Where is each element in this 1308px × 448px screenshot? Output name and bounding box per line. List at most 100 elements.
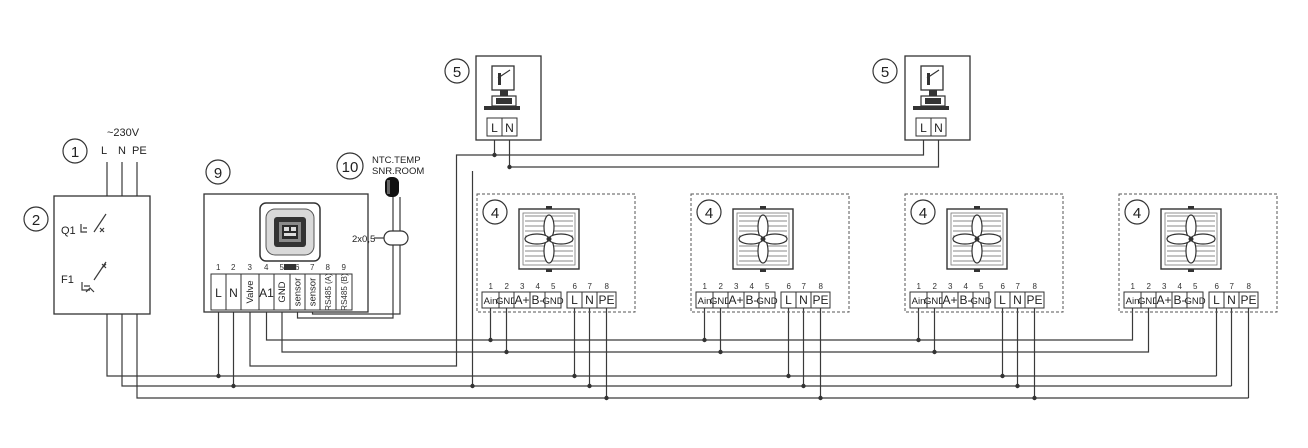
- fan-terminal-label: GND: [542, 296, 563, 307]
- controller-terminal-label: sensor: [293, 278, 304, 307]
- svg-text:10: 10: [342, 159, 359, 176]
- fan-unit-badge: 4: [696, 199, 722, 225]
- fan-terminal-number: 8: [605, 282, 610, 291]
- fan-terminal-label: N: [1227, 293, 1236, 307]
- wire-signal-gnd: [281, 308, 1150, 353]
- valve-terminal-label: L: [920, 121, 927, 135]
- controller-terminal-label: sensor: [308, 278, 319, 307]
- valve-terminal: [501, 117, 518, 137]
- controller-terminal-number: 9: [342, 263, 347, 272]
- sensor-label-line2: SNR.ROOM: [372, 166, 424, 177]
- junction-dot: [470, 383, 475, 389]
- junction-dot: [718, 349, 723, 355]
- junction-dot: [231, 383, 236, 389]
- valve-badge-text: 5: [881, 64, 889, 81]
- valve-badge: 5: [444, 58, 470, 84]
- fan-terminal-number: 3: [1162, 282, 1167, 291]
- sensor-badge: 10: [336, 152, 364, 180]
- fan-terminal-number: 5: [979, 282, 984, 291]
- fan-terminal-number: 6: [573, 282, 578, 291]
- junction-dot: [216, 373, 221, 379]
- fan-terminal-label: GND: [970, 296, 991, 307]
- controller-terminal-number: 1: [216, 263, 221, 272]
- fan-terminal-number: 4: [1178, 282, 1183, 291]
- fan-terminal: [758, 291, 776, 309]
- junction-dot: [932, 349, 937, 355]
- fan-terminal-number: 7: [802, 282, 807, 291]
- fan-unit-badge: 4: [1124, 199, 1150, 225]
- breaker-f1-label: F1: [61, 274, 74, 286]
- breaker-switch-q1-icon: [80, 213, 107, 233]
- fan-terminal-label: GND: [924, 296, 945, 307]
- breaker-badge: 2: [23, 206, 49, 232]
- fan-terminal-label: GND: [756, 296, 777, 307]
- junction-dot: [916, 337, 921, 343]
- fan-terminal-number: 4: [750, 282, 755, 291]
- fan-terminal-number: 2: [719, 282, 724, 291]
- sensor-cable-label: 2x0,5: [352, 234, 375, 245]
- junction-dot: [1000, 373, 1005, 379]
- controller-terminal-label: GND: [277, 281, 288, 302]
- junction-dot: [488, 337, 493, 343]
- fan-unit-badge-text: 4: [491, 205, 499, 222]
- fan-unit-badge-text: 4: [1133, 205, 1141, 222]
- valve-actuator-icon: [913, 65, 949, 110]
- svg-text:9: 9: [214, 165, 222, 182]
- fan-terminal-label: B-: [1174, 293, 1186, 307]
- junction-dot: [572, 373, 577, 379]
- fan-terminal: [1186, 291, 1204, 309]
- fan-terminal: [810, 291, 831, 309]
- controller-terminal-number: 5: [280, 263, 285, 272]
- fan-icon: [732, 206, 794, 272]
- junction-dot: [818, 395, 823, 401]
- fan-terminal-number: 2: [933, 282, 938, 291]
- junction-dot: [1032, 395, 1037, 401]
- svg-text:2: 2: [32, 212, 40, 229]
- fan-terminal-number: 2: [1147, 282, 1152, 291]
- fan-terminal-label: PE: [1026, 293, 1042, 307]
- fan-terminal-label: Ain: [1126, 296, 1140, 307]
- fan-terminal-number: 3: [734, 282, 739, 291]
- fan-terminal-label: N: [585, 293, 594, 307]
- controller-terminal-label: RS485 (B): [340, 273, 349, 311]
- controller-terminal-number: 2: [231, 263, 236, 272]
- fan-terminal: [544, 291, 562, 309]
- fan-terminal-label: A+: [514, 293, 529, 307]
- fan-terminal: [1238, 291, 1259, 309]
- fan-terminal-number: 1: [1131, 282, 1136, 291]
- fan-terminal-number: 4: [536, 282, 541, 291]
- fan-terminal-number: 6: [787, 282, 792, 291]
- wire-signal-a: [265, 308, 1134, 341]
- svg-text:1: 1: [71, 144, 79, 161]
- fan-unit-badge: 4: [482, 199, 508, 225]
- fan-terminal-number: 3: [520, 282, 525, 291]
- fan-terminal-label: PE: [598, 293, 614, 307]
- fan-unit-frame: [690, 193, 850, 313]
- ntc-sensor-icon: [385, 177, 399, 197]
- breaker-box: [53, 195, 151, 315]
- fan-unit-badge-text: 4: [919, 205, 927, 222]
- fan-terminal-number: 5: [1193, 282, 1198, 291]
- valve-badge-text: 5: [453, 64, 461, 81]
- junction-dot: [801, 383, 806, 389]
- fan-terminal-label: B-: [960, 293, 972, 307]
- valve-terminal-label: N: [505, 121, 514, 135]
- fan-icon: [518, 206, 580, 272]
- junction-dot: [504, 349, 509, 355]
- controller-terminal-number: 3: [248, 263, 253, 272]
- fan-terminal-number: 6: [1215, 282, 1220, 291]
- fan-terminal-number: 7: [1016, 282, 1021, 291]
- fan-unit-badge: 4: [910, 199, 936, 225]
- controller-terminal-label: L: [215, 286, 222, 300]
- fan-terminal-number: 2: [505, 282, 510, 291]
- valve-actuator-icon: [484, 65, 520, 110]
- supply-line-pe: PE: [132, 145, 147, 157]
- controller-terminal-label: N: [229, 286, 238, 300]
- fan-terminal-label: L: [1213, 293, 1220, 307]
- fan-terminal-number: 1: [917, 282, 922, 291]
- fan-terminal-number: 3: [948, 282, 953, 291]
- valve-badge: 5: [872, 58, 898, 84]
